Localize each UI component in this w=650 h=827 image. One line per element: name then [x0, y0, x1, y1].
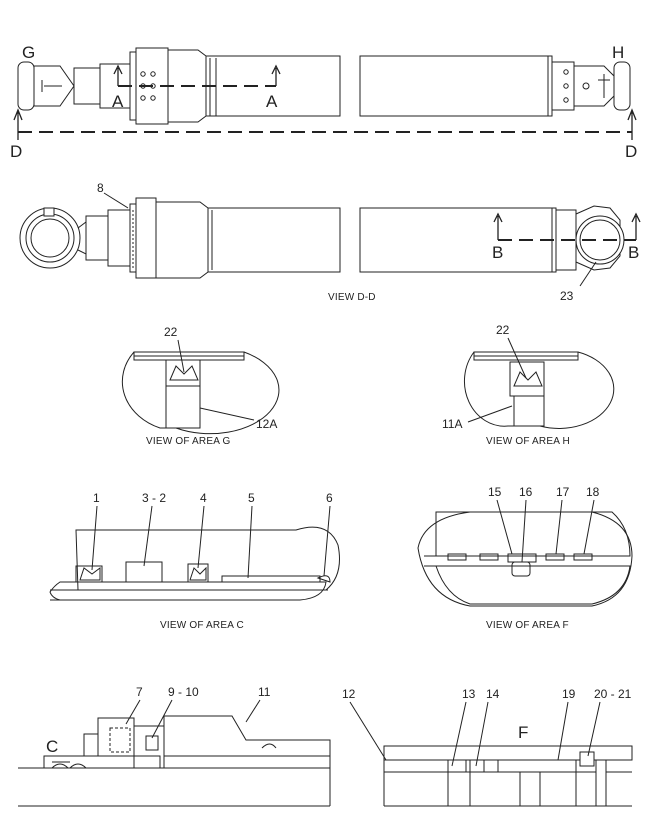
part-9-10-label: 9 - 10: [168, 685, 199, 699]
seal-22-g: [169, 365, 199, 381]
marker-d-right: D: [625, 142, 637, 161]
section-rod-end: 7 9 - 10 11 C: [18, 685, 331, 807]
marker-g: G: [22, 43, 35, 62]
bearing-5: [221, 575, 321, 583]
part-17-label: 17: [556, 485, 570, 499]
marker-c: C: [46, 737, 58, 756]
part-11-label: 11: [258, 685, 271, 699]
part-5-label: 5: [248, 491, 255, 505]
seal-22-h: [513, 371, 543, 387]
part-14-label: 14: [486, 687, 500, 701]
section-piston-end: 12 13 14 19 20 - 21 F: [342, 687, 633, 807]
part-13-label: 13: [462, 687, 476, 701]
part-22-label-h: 22: [496, 323, 510, 337]
area-h-caption: VIEW OF AREA H: [486, 436, 570, 447]
detail-area-c: 1 3 - 2 4 5 6 VIEW OF AREA C: [49, 491, 340, 631]
part-12-label: 12: [342, 687, 356, 701]
detail-area-f: 15 16 17 18 VIEW OF AREA F: [417, 485, 633, 631]
part-4-label: 4: [200, 491, 207, 505]
view-dd: 8 B B 23 VIEW D-D: [19, 181, 641, 303]
view-dd-caption: VIEW D-D: [328, 292, 376, 303]
marker-f: F: [518, 723, 528, 742]
marker-h: H: [612, 43, 624, 62]
area-g-caption: VIEW OF AREA G: [146, 436, 231, 447]
part-16-label: 16: [519, 485, 533, 499]
part-20-21-label: 20 - 21: [594, 687, 632, 701]
seal-1: [79, 567, 101, 581]
detail-area-g: 22 12A VIEW OF AREA G: [121, 325, 280, 447]
piston-seal-16: [511, 561, 531, 577]
wear-ring-17: [545, 553, 565, 561]
part-6-label: 6: [326, 491, 333, 505]
rod-eye-left: [19, 207, 81, 269]
marker-a-left: A: [112, 92, 124, 111]
part-23-label: 23: [560, 289, 574, 303]
area-c-caption: VIEW OF AREA C: [160, 620, 244, 631]
part-8-label: 8: [97, 181, 104, 195]
end-cap-h: [613, 61, 631, 111]
part-15-label: 15: [488, 485, 502, 499]
part-18-label: 18: [586, 485, 600, 499]
part-1-label: 1: [93, 491, 100, 505]
part-7-label: 7: [136, 685, 143, 699]
end-cap-g: [17, 61, 35, 111]
marker-b-left: B: [492, 243, 503, 262]
part-3-2-label: 3 - 2: [142, 491, 166, 505]
part-22-label-g: 22: [164, 325, 178, 339]
piston-f: [497, 759, 577, 773]
area-f-caption: VIEW OF AREA F: [486, 620, 569, 631]
cylinder-top-view: G H A A D D: [10, 43, 637, 161]
wiper-6: [316, 575, 331, 583]
detail-area-h: 22 11A VIEW OF AREA H: [442, 323, 615, 447]
part-12a-label: 12A: [256, 417, 277, 431]
seal-4: [189, 566, 207, 581]
marker-d-left: D: [10, 142, 22, 161]
part-19-label: 19: [562, 687, 576, 701]
marker-a-right: A: [266, 92, 278, 111]
buffer-seal-3-2: [125, 561, 163, 583]
wear-ring-18: [573, 553, 593, 561]
marker-b-right: B: [628, 243, 639, 262]
part-11a-label: 11A: [442, 417, 462, 431]
